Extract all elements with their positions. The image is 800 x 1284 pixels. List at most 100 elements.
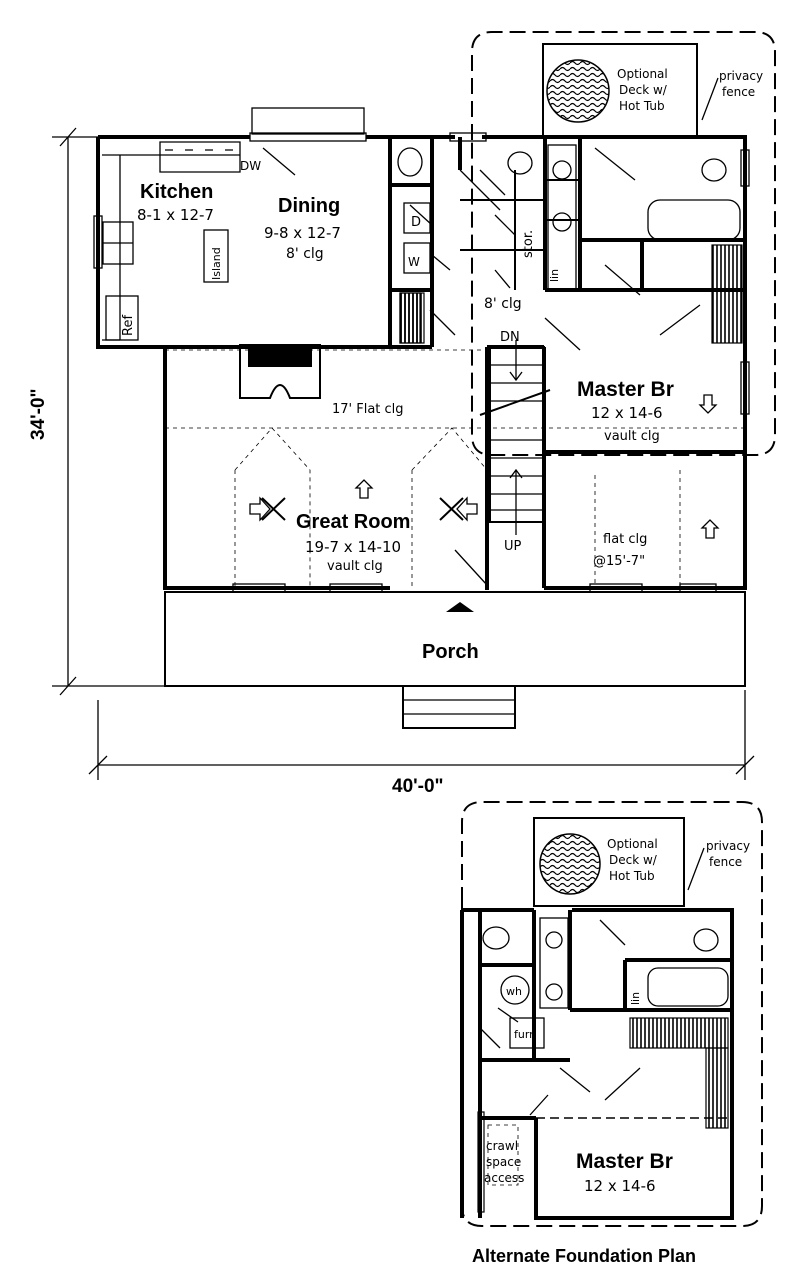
alt-closet-shelving-2 (705, 1047, 729, 1129)
vanity-sink-1 (552, 160, 572, 180)
alt-deck-line-2: Deck w/ (609, 853, 658, 867)
alt-vanity (539, 917, 569, 1009)
stairs-up-label: UP (504, 539, 522, 554)
refrigerator (105, 295, 139, 341)
ceiling-fan-icon (249, 496, 286, 522)
window-bath-right (740, 149, 750, 187)
fireplace-hearth (248, 345, 312, 367)
main-floor-plan (52, 31, 776, 780)
ref-label: Ref (121, 315, 136, 336)
alt-deck-line-1: Optional (607, 837, 658, 851)
alt-deck-platform (533, 817, 685, 907)
porch (164, 591, 746, 729)
alt-fence-leader-line (687, 847, 705, 891)
toilet-icon-2 (507, 151, 533, 175)
kitchen-size: 8-1 x 12-7 (137, 206, 214, 224)
alt-crawl-space-access (487, 1124, 519, 1186)
dimension-lines (52, 127, 755, 780)
porch-name: Porch (422, 641, 479, 663)
window-bay (251, 107, 365, 135)
storage-label: stor. (521, 230, 536, 258)
flat-ceiling-label: 17' Flat clg (332, 402, 404, 417)
vanity-sink-2 (552, 212, 572, 232)
dishwasher-label: DW (240, 159, 261, 173)
hall-closets (460, 170, 580, 290)
alt-crawl-3: access (484, 1171, 524, 1185)
alt-toilet-icon-2 (693, 928, 719, 952)
main-plan-labels: Kitchen 8-1 x 12-7 Dining 9-8 x 12-7 8' … (28, 67, 763, 797)
exterior-walls (96, 135, 747, 590)
overall-width-label: 40'-0" (392, 776, 444, 797)
washer (403, 242, 431, 274)
hall-ceiling: 8' clg (484, 296, 522, 312)
alt-wall-hatch (477, 1111, 485, 1213)
window-entry (449, 132, 487, 142)
ceiling-fan-icon-2 (439, 496, 478, 522)
island-label: Island (210, 247, 223, 280)
privacy-fence-outline (471, 31, 776, 456)
vault-up-arrow-icon-2 (700, 519, 720, 539)
alt-fence-outline (461, 801, 763, 1227)
alt-vanity-sink-1 (545, 931, 563, 949)
overall-depth-label: 34'-0" (28, 388, 49, 440)
alt-water-heater (500, 975, 530, 1005)
window-top (249, 132, 367, 142)
alt-door-swings (479, 919, 641, 1116)
deck-line-1: Optional (617, 67, 668, 81)
alt-fence-line-2: fence (709, 855, 742, 869)
alt-linen-label: lin (629, 992, 642, 1005)
alt-master-size: 12 x 14-6 (584, 1177, 656, 1195)
alt-master-name: Master Br (576, 1150, 673, 1173)
hall-shelving (399, 292, 421, 344)
alt-bathtub (647, 967, 729, 1007)
dining-ceiling: 8' clg (286, 246, 324, 262)
double-vanity (547, 144, 577, 291)
vault-up-arrow-icon (354, 479, 374, 499)
alt-hot-tub-icon (539, 833, 601, 895)
flat-room-ceiling-1: flat clg (603, 532, 647, 547)
kitchen-island (203, 229, 229, 283)
door-swings (262, 147, 701, 586)
toilet-icon-3 (701, 158, 727, 182)
window-master-right (740, 361, 750, 415)
dryer (403, 202, 431, 234)
master-size: 12 x 14-6 (591, 404, 663, 422)
alternate-foundation-plan: Optional Deck w/ Hot Tub privacy fence w… (460, 801, 763, 1266)
fence-line-2: fence (722, 85, 755, 99)
hot-tub-icon (546, 59, 610, 123)
deck-line-2: Deck w/ (619, 83, 668, 97)
alt-crawl-1: crawl (486, 1139, 518, 1153)
deck-line-3: Hot Tub (619, 99, 665, 113)
dining-name: Dining (278, 195, 340, 217)
window-kitchen (93, 215, 103, 269)
entry-arrow-icon (446, 602, 474, 612)
toilet-icon (397, 147, 423, 177)
master-ceiling: vault clg (604, 429, 660, 444)
alt-wh-label: wh (506, 985, 522, 998)
flat-room-ceiling-2: @15'-7" (593, 554, 645, 569)
great-room-name: Great Room (296, 511, 410, 533)
alt-closet-shelving (629, 1017, 729, 1049)
alt-vanity-sink-2 (545, 983, 563, 1001)
washer-label: W (408, 255, 420, 269)
range-burners (159, 141, 241, 173)
stairs-icon (479, 340, 551, 535)
fence-line-1: privacy (719, 69, 763, 83)
alt-walls (460, 908, 734, 1220)
vault-down-arrow-icon (698, 394, 718, 414)
alt-plan-title: Alternate Foundation Plan (472, 1246, 696, 1266)
alt-furn-label: furn (514, 1028, 536, 1041)
dining-size: 9-8 x 12-7 (264, 224, 341, 242)
kitchen-name: Kitchen (140, 181, 213, 203)
fence-leader-line (701, 77, 719, 121)
alt-furnace (509, 1017, 545, 1049)
master-name: Master Br (577, 378, 674, 401)
bathtub (647, 199, 741, 241)
alt-fence-line-1: privacy (706, 839, 750, 853)
dryer-label: D (411, 215, 421, 230)
linen-label: lin (548, 269, 561, 282)
great-room-size: 19-7 x 14-10 (305, 538, 401, 556)
vault-lines (165, 349, 745, 588)
closet-shelving (711, 244, 743, 344)
